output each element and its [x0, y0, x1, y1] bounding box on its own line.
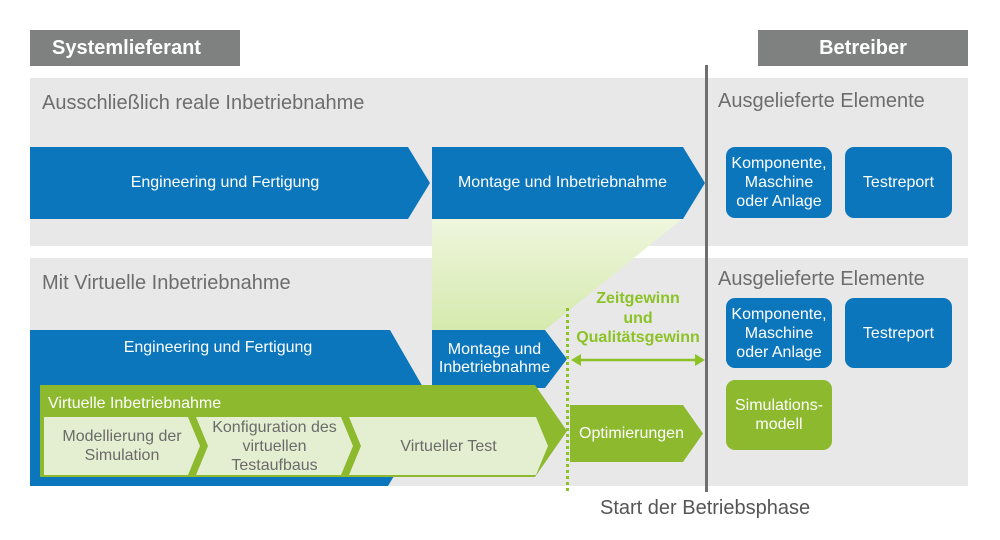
- operation-start-label: Start der Betriebsphase: [600, 497, 811, 519]
- step-virtual-test-label: Virtueller Test: [400, 437, 497, 455]
- virtual-commissioning-group: Virtuelle Inbetriebnahme Modellierung de…: [40, 385, 567, 477]
- supplier-header-tab: Systemlieferant: [30, 30, 240, 66]
- simulation-model-label: Simulations- modell: [734, 397, 824, 433]
- virtual-commissioning-label: Virtuelle Inbetriebnahme: [48, 395, 222, 412]
- real-commissioning-title: Ausschließlich reale Inbetriebnahme: [42, 92, 365, 114]
- real-engineering-arrow: Engineering und Fertigung: [30, 147, 430, 219]
- virtual-delivered-test-report-label: Testreport: [862, 324, 935, 342]
- real-delivered-component-box: Komponente, Maschine oder Anlage: [726, 147, 832, 218]
- optimization-label: Optimierungen: [579, 424, 684, 442]
- simulation-model-box: Simulations- modell: [726, 380, 832, 450]
- virtual-assembly-arrow: Montage und Inbetriebnahme: [432, 330, 567, 388]
- real-engineering-label: Engineering und Fertigung: [130, 174, 320, 191]
- supplier-header-label: Systemlieferant: [52, 36, 201, 59]
- real-delivered-component-label: Komponente, Maschine oder Anlage: [731, 155, 827, 210]
- step-configuration: Konfiguration des virtuellen Testaufbaus: [196, 417, 353, 475]
- real-assembly-label: Montage und Inbetriebnahme: [457, 174, 668, 191]
- real-delivered-test-report-label: Testreport: [862, 174, 935, 191]
- step-virtual-test: Virtueller Test: [349, 417, 548, 475]
- real-assembly-arrow: Montage und Inbetriebnahme: [432, 147, 705, 219]
- virtual-delivered-component-label: Komponente, Maschine oder Anlage: [731, 305, 827, 361]
- virtual-delivered-test-report-box: Testreport: [845, 298, 952, 368]
- step-modeling-label: Modellierung der Simulation: [62, 428, 182, 464]
- virtual-assembly-label: Montage und Inbetriebnahme: [438, 341, 551, 376]
- virtual-delivered-component-box: Komponente, Maschine oder Anlage: [726, 298, 832, 368]
- real-delivered-test-report-box: Testreport: [845, 147, 952, 218]
- virtual-operation-start-dotted-line: [566, 308, 569, 492]
- step-modeling: Modellierung der Simulation: [44, 417, 200, 475]
- operation-start-divider: [705, 65, 708, 492]
- real-delivered-title: Ausgelieferte Elemente: [718, 90, 925, 112]
- virtual-engineering-label: Engineering und Fertigung: [123, 339, 313, 356]
- virtual-commissioning-title: Mit Virtuelle Inbetriebnahme: [42, 272, 291, 294]
- operator-header-label: Betreiber: [819, 36, 907, 59]
- operator-header-tab: Betreiber: [758, 30, 968, 66]
- virtual-delivered-title: Ausgelieferte Elemente: [718, 268, 925, 290]
- optimization-arrow: Optimierungen: [570, 405, 703, 462]
- time-gain-double-arrow: [571, 354, 705, 366]
- time-quality-gain-label: Zeitgewinn und Qualitätsgewinn: [576, 290, 700, 346]
- step-configuration-label: Konfiguration des virtuellen Testaufbaus: [212, 418, 337, 474]
